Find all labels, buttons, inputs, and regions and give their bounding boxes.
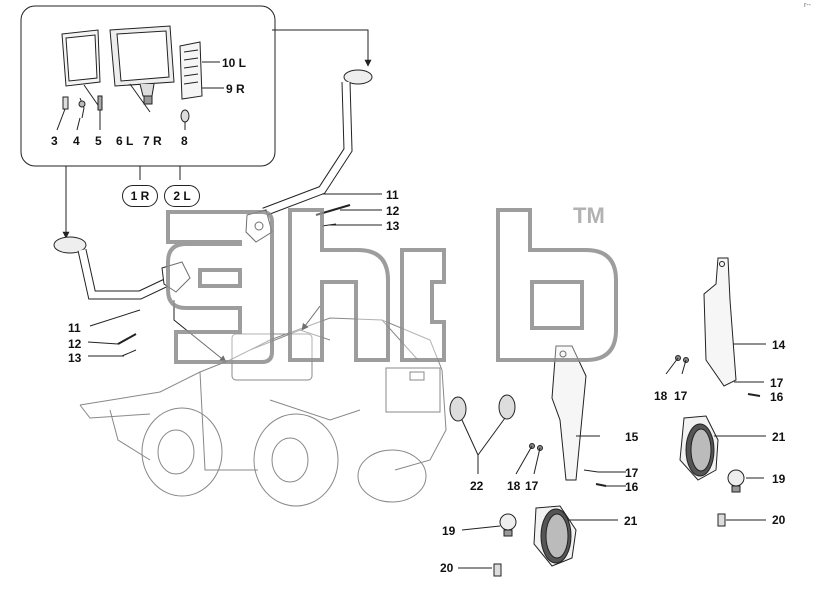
- callout-14: 14: [772, 338, 786, 352]
- work-lamp-21-upper: [679, 415, 766, 481]
- callout-17-upper: 17: [674, 389, 688, 403]
- bracket-14: [703, 257, 766, 387]
- watermark-tm: TM: [573, 203, 605, 228]
- callout-17-lower: 17: [525, 479, 539, 493]
- mirror-7r: [109, 25, 175, 113]
- callout-15: 15: [625, 430, 639, 444]
- callout-12-upper: 12: [386, 204, 400, 218]
- callout-3: 3: [51, 134, 58, 148]
- callout-16-mid: 16: [625, 480, 639, 494]
- bracket-15: [551, 345, 600, 481]
- corner-mark: r--: [804, 2, 811, 9]
- callout-7r: 7 R: [143, 134, 162, 148]
- callout-5: 5: [95, 134, 102, 148]
- callout-16-right: 16: [770, 390, 784, 404]
- callout-11-lower: 11: [68, 321, 81, 335]
- callout-18-upper: 18: [654, 389, 668, 403]
- callout-1r: 1 R: [122, 185, 158, 207]
- callout-10l: 10 L: [222, 56, 247, 70]
- callout-13-upper: 13: [386, 219, 400, 233]
- watermark-logo: [166, 208, 618, 364]
- callout-12-lower: 12: [68, 337, 82, 351]
- callout-6l: 6 L: [116, 134, 134, 148]
- callout-18-lower: 18: [507, 479, 521, 493]
- callout-13-lower: 13: [68, 351, 82, 365]
- side-lamp: [179, 41, 224, 100]
- small-parts: [56, 95, 190, 131]
- callout-21-upper: 21: [772, 430, 786, 444]
- callout-19-upper: 19: [772, 472, 786, 486]
- mirror-6l: [61, 29, 101, 109]
- callout-20-upper: 20: [772, 513, 786, 527]
- callout-22: 22: [470, 479, 484, 493]
- work-lamp-21-lower: [533, 505, 618, 567]
- callout-17-right: 17: [770, 376, 784, 390]
- arrow-to-right-mirror: [272, 29, 372, 67]
- round-mirrors-22: [449, 394, 516, 474]
- callout-20-lower: 20: [440, 561, 454, 575]
- right-mirror-arm: [245, 69, 373, 243]
- mirror-inset-box: [20, 5, 276, 167]
- callout-17-mid: 17: [625, 466, 639, 480]
- callout-19-lower: 19: [442, 524, 456, 538]
- callout-4: 4: [73, 134, 80, 148]
- callout-9r: 9 R: [226, 82, 245, 96]
- callout-11-upper: 11: [386, 188, 399, 202]
- callout-2l: 2 L: [164, 185, 200, 207]
- callout-8: 8: [181, 134, 188, 148]
- callout-21-lower: 21: [624, 514, 638, 528]
